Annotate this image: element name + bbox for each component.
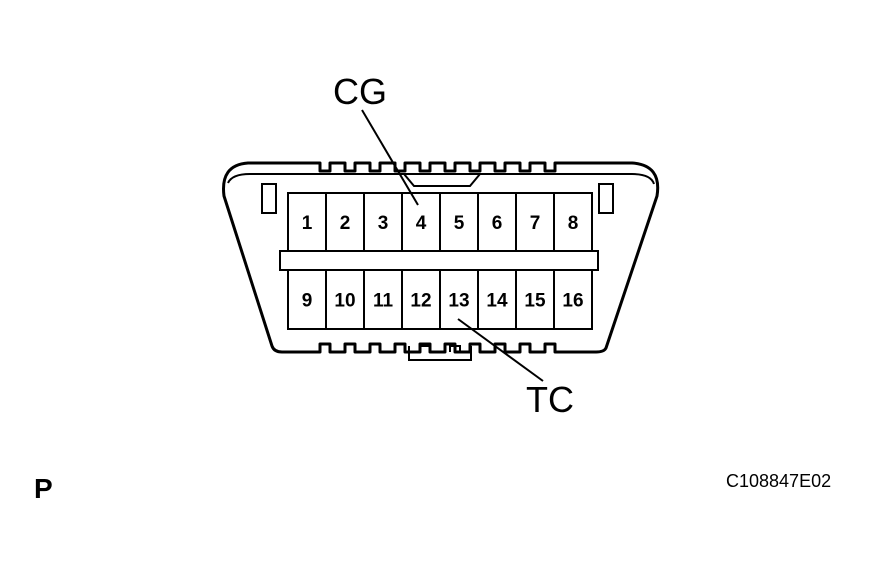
pin-4-label: 4 <box>416 213 427 234</box>
pin-13-label: 13 <box>448 291 469 312</box>
cg-label: CG <box>333 71 387 112</box>
left-guide-slot <box>261 183 277 214</box>
corner-label: P <box>34 473 53 504</box>
pin-3-label: 3 <box>378 213 389 234</box>
connector-housing <box>222 161 660 354</box>
pin-12-label: 12 <box>410 291 431 312</box>
pin-14-label: 14 <box>486 291 508 312</box>
right-guide-slot <box>598 183 614 214</box>
figure-code: C108847E02 <box>726 471 832 491</box>
tc-leader-line <box>457 318 544 382</box>
bottom-pin-row: 9 10 11 12 13 14 15 16 <box>287 269 593 330</box>
tc-label: TC <box>526 379 574 420</box>
pin-16-label: 16 <box>562 291 583 312</box>
pin-7-label: 7 <box>530 213 541 234</box>
pin-8-label: 8 <box>568 213 579 234</box>
pin-1-label: 1 <box>302 213 313 234</box>
connector-inner-lip <box>227 173 655 185</box>
top-pin-row: 1 2 3 4 5 6 7 8 <box>287 192 593 252</box>
cg-leader-line <box>361 109 419 206</box>
center-divider-bar <box>279 250 599 271</box>
pin-6-label: 6 <box>492 213 503 234</box>
pin-10-label: 10 <box>334 291 355 312</box>
pin-2-label: 2 <box>340 213 351 234</box>
bottom-latch-tab <box>408 345 472 361</box>
pin-15-label: 15 <box>524 291 546 312</box>
pin-5-label: 5 <box>454 213 465 234</box>
pin-9-label: 9 <box>302 291 313 312</box>
top-key-notch <box>403 173 481 187</box>
pin-11-label: 11 <box>373 291 394 312</box>
